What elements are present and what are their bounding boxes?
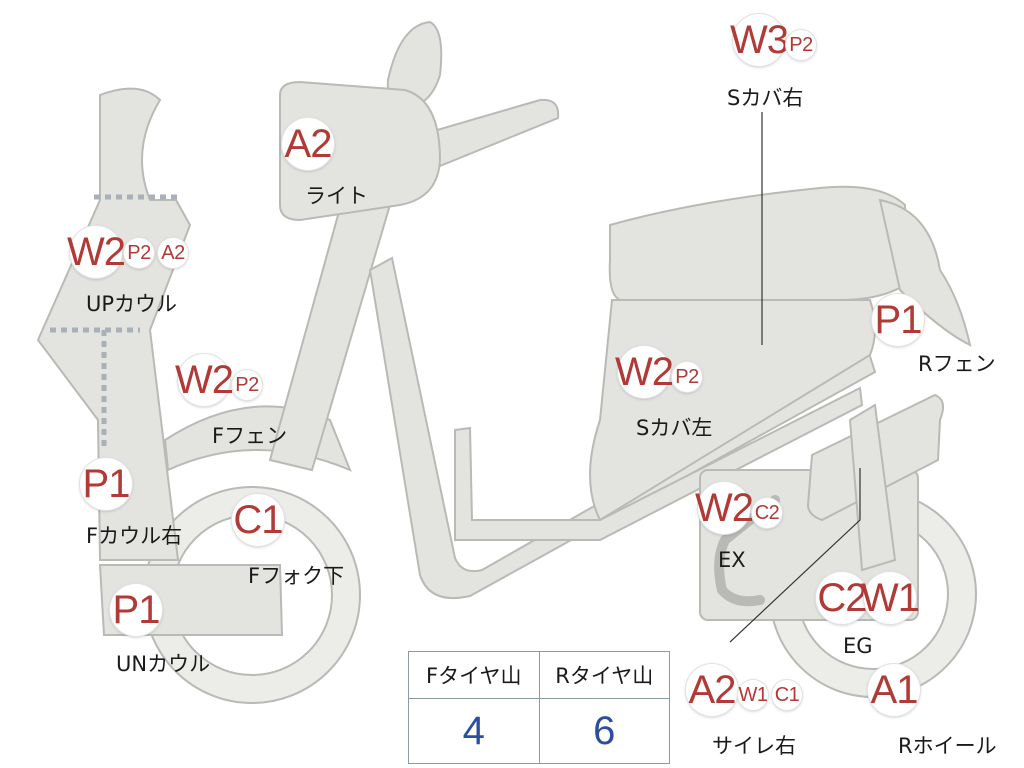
floorboard bbox=[454, 386, 864, 541]
r-wheel-label: Rホイール bbox=[898, 734, 997, 758]
eg-label: EG bbox=[843, 634, 873, 658]
r-wheel-code-1: A1 bbox=[868, 664, 920, 716]
frame-main bbox=[368, 256, 877, 600]
rear-tire-value: 6 bbox=[538, 698, 670, 764]
front-tire-header: Fタイヤ山 bbox=[408, 651, 540, 699]
seat bbox=[608, 185, 906, 301]
front-tire-value: 4 bbox=[408, 698, 540, 764]
s-cover-left-code-2: P2 bbox=[672, 362, 702, 392]
rear-tire-header: Rタイヤ山 bbox=[538, 651, 670, 699]
exhaust-pipe bbox=[714, 495, 780, 607]
s-cover-right-label: Sカバ右 bbox=[727, 86, 804, 110]
f-fender-label: Fフェン bbox=[212, 424, 288, 448]
f-fork-lower-code-1: C1 bbox=[232, 494, 284, 546]
side-rail-right-code-1: A2 bbox=[686, 664, 738, 716]
s-cover-right-code-2: P2 bbox=[786, 30, 816, 60]
side-rail-right-label: サイレ右 bbox=[712, 734, 796, 758]
rear-cowl bbox=[878, 198, 972, 347]
s-cover-right-code-1: W3 bbox=[730, 14, 789, 66]
light-code-1: A2 bbox=[282, 118, 334, 170]
tire-depth-table: Fタイヤ山 Rタイヤ山 4 6 bbox=[408, 651, 670, 764]
side-rail-right-code-2: W1 bbox=[738, 680, 768, 710]
handlebar bbox=[418, 98, 560, 172]
side-rail-right-code-3: C1 bbox=[772, 680, 802, 710]
f-cowl-right-label: Fカウル右 bbox=[86, 524, 183, 548]
eg-code-2: W1 bbox=[861, 572, 920, 624]
s-cover-left-label: Sカバ左 bbox=[636, 416, 713, 440]
ex-code-2: C2 bbox=[752, 498, 782, 528]
f-fender-code-2: P2 bbox=[232, 370, 262, 400]
f-fender-code-1: W2 bbox=[175, 354, 234, 406]
up-cowl-code-2: P2 bbox=[124, 238, 154, 268]
up-cowl-code-3: A2 bbox=[158, 238, 188, 268]
un-cowl-code-1: P1 bbox=[110, 584, 162, 636]
s-cover-left-code-1: W2 bbox=[615, 346, 674, 398]
front-cowl-shape bbox=[36, 87, 192, 561]
f-cowl-right-code-1: P1 bbox=[80, 458, 132, 510]
un-cowl-label: UNカウル bbox=[116, 652, 211, 676]
r-fender-label: Rフェン bbox=[918, 352, 996, 376]
f-fork-lower-label: Fフォク下 bbox=[248, 564, 345, 588]
ex-label: EX bbox=[718, 548, 746, 572]
eg-code-1: C2 bbox=[816, 572, 868, 624]
ex-code-1: W2 bbox=[695, 482, 754, 534]
up-cowl-code-1: W2 bbox=[67, 226, 126, 278]
leader-side-rail bbox=[729, 468, 861, 643]
r-fender-code-1: P1 bbox=[872, 294, 924, 346]
headlight-housing bbox=[279, 80, 442, 222]
light-label: ライト bbox=[305, 184, 368, 208]
rear-shock bbox=[848, 403, 897, 572]
up-cowl-label: UPカウル bbox=[86, 292, 178, 316]
